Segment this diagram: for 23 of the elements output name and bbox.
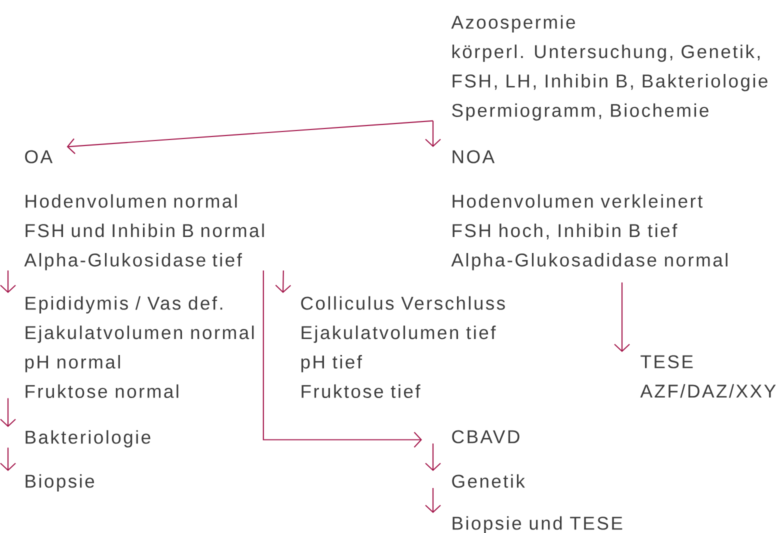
arrow	[614, 282, 630, 352]
arrow	[0, 398, 16, 427]
arrow	[275, 270, 291, 293]
arrow	[0, 448, 16, 471]
arrow	[425, 444, 441, 471]
flow-text: Epididymis / Vas def. Ejakulatvolumen normal pH normal Fruktose normal	[25, 296, 254, 398]
arrow	[262, 270, 422, 448]
flow-text: Genetik	[452, 474, 525, 488]
arrow	[425, 120, 441, 147]
flow-text: TESE AZF/DAZ/XXY	[640, 355, 776, 398]
flow-text: Hodenvolumen verkleinert FSH hoch, Inhibin B tief Alpha-Glukosadidase normal	[451, 194, 728, 270]
flow-text: OA	[25, 150, 53, 164]
flow-text: Hodenvolumen normal FSH und Inhibin B normal Alpha-Glukosidase tief	[24, 194, 264, 270]
flow-text: Biopsie	[26, 474, 94, 492]
flow-text: Azoospermie körperl. Untersuchung, Genetik, FSH, LH, Inhibin B, Bakteriologie Spermiogramm, Biochemie	[451, 15, 768, 121]
arrow	[0, 270, 16, 293]
flow-text: Colliculus Verschluss Ejakulatvolumen tief pH tief Fruktose tief	[301, 296, 505, 398]
flow-text: Bakteriologie	[26, 430, 150, 448]
flow-text: CBAVD	[452, 430, 520, 444]
flow-text: Biopsie und TESE	[452, 516, 622, 533]
flow-text: NOA	[452, 150, 495, 164]
arrow	[66, 120, 434, 154]
arrow	[425, 488, 441, 513]
